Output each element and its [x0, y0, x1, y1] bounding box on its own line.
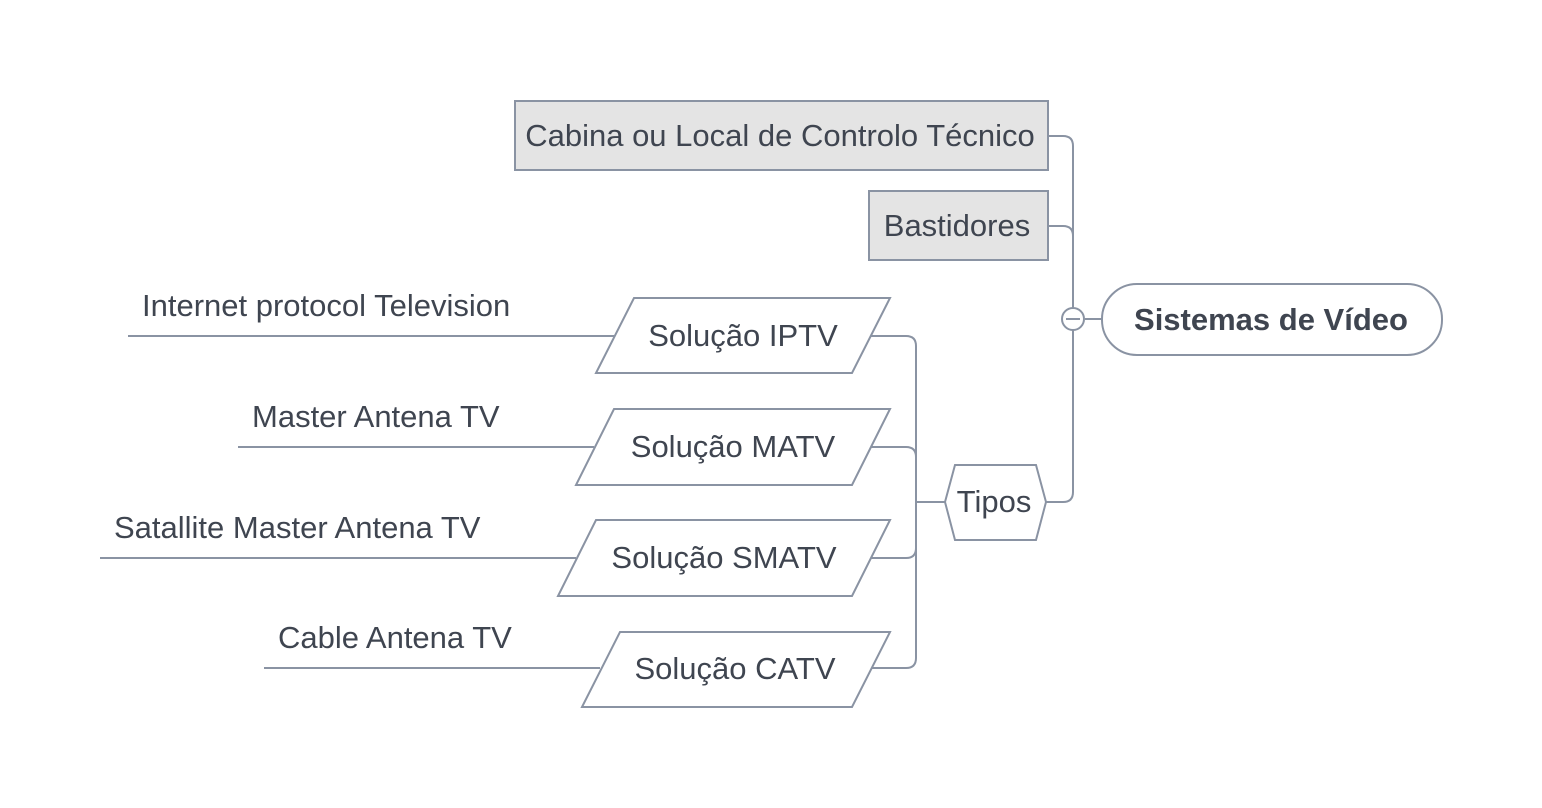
branch-tipos-label: Tipos: [957, 484, 1032, 519]
tipos-child-smatv[interactable]: Solução SMATV: [556, 519, 892, 597]
connector-bastidores: [1048, 225, 1074, 237]
branch-bastidores[interactable]: Bastidores: [868, 190, 1049, 261]
root-label: Sistemas de Vídeo: [1134, 302, 1408, 337]
connector-matv: [870, 446, 917, 458]
tipos-child-catv-label: Solução CATV: [634, 651, 835, 686]
connector-catv: [870, 657, 917, 669]
note-smatv: Satallite Master Antena TV: [114, 510, 481, 545]
tipos-child-iptv-label: Solução IPTV: [648, 318, 838, 353]
tipos-child-matv[interactable]: Solução MATV: [574, 408, 892, 486]
note-matv: Master Antena TV: [252, 399, 500, 434]
note-iptv: Internet protocol Television: [142, 288, 510, 323]
branch-tipos[interactable]: Tipos: [943, 464, 1048, 541]
connector-iptv: [870, 335, 917, 347]
tipos-child-matv-label: Solução MATV: [631, 429, 836, 464]
tipos-connectors: [870, 335, 946, 669]
connector-cabina: [1048, 135, 1074, 147]
branch-bastidores-label: Bastidores: [884, 208, 1030, 243]
tipos-child-catv[interactable]: Solução CATV: [580, 631, 892, 708]
tipos-child-smatv-label: Solução SMATV: [611, 540, 836, 575]
note-catv: Cable Antena TV: [278, 620, 512, 655]
tipos-child-iptv[interactable]: Solução IPTV: [594, 297, 892, 374]
root-node[interactable]: Sistemas de Vídeo: [1101, 283, 1443, 356]
connector-tipos: [1046, 491, 1074, 503]
branch-cabina-label: Cabina ou Local de Controlo Técnico: [525, 118, 1035, 153]
note-lines: [100, 335, 614, 669]
connector-smatv: [870, 547, 917, 559]
collapse-toggle[interactable]: [1061, 307, 1085, 331]
branch-cabina[interactable]: Cabina ou Local de Controlo Técnico: [514, 100, 1049, 171]
